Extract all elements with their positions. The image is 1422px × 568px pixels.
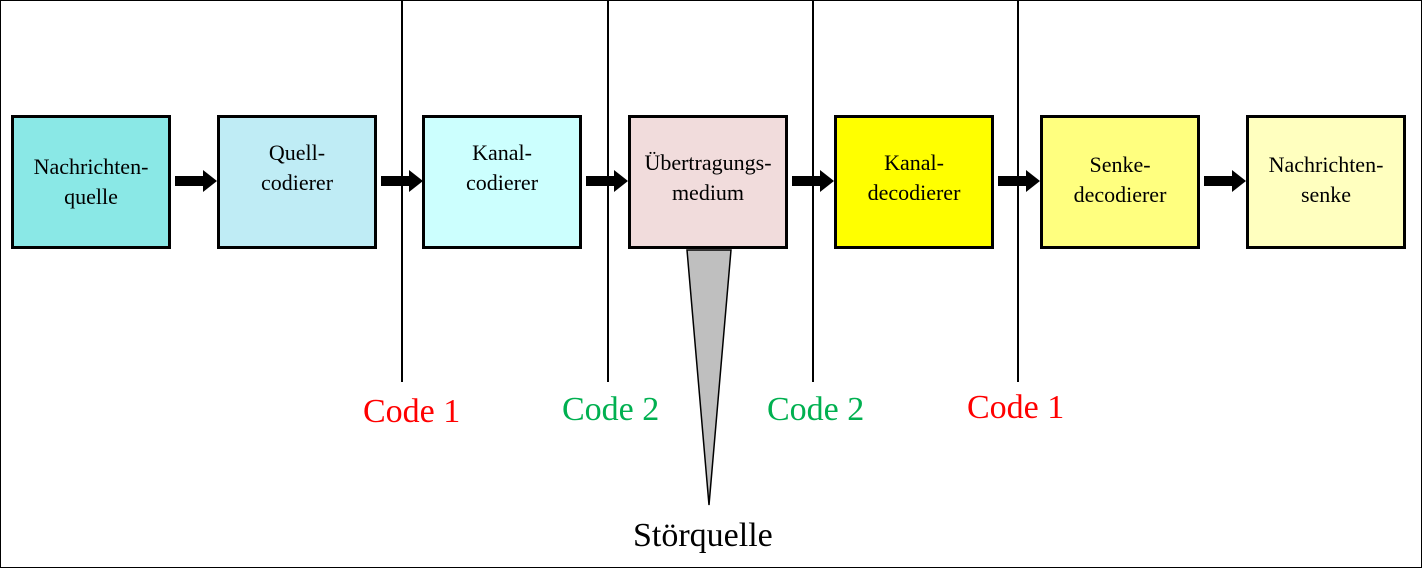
code-label-2: Code 2 — [562, 391, 660, 428]
block-channel-decoder-line1: Kanal- — [884, 150, 944, 175]
arrow-4 — [792, 170, 834, 192]
noise-source-label: Störquelle — [633, 517, 773, 554]
noise-cone-shape — [686, 249, 732, 506]
block-channel-decoder-line2: decodierer — [867, 180, 961, 205]
code-label-4: Code 1 — [967, 389, 1065, 426]
arrow-2 — [381, 170, 423, 192]
block-message-sink-line1: Nachrichten- — [1268, 152, 1384, 177]
block-source-encoder-line2: codierer — [260, 170, 334, 195]
separator-line-2 — [607, 1, 609, 382]
block-sink-decoder-line2: decodierer — [1073, 182, 1167, 207]
arrow-3 — [586, 170, 628, 192]
block-message-sink: Nachrichten- senke — [1246, 115, 1406, 249]
noise-cone — [686, 249, 732, 506]
arrow-1 — [175, 170, 217, 192]
block-source-encoder-line1: Quell- — [268, 140, 326, 165]
block-channel-encoder: Kanal- codierer — [422, 115, 582, 249]
code-label-3: Code 2 — [767, 391, 865, 428]
block-message-sink-line2: senke — [1300, 182, 1352, 207]
separator-line-4 — [1017, 1, 1019, 382]
block-channel-encoder-line1: Kanal- — [472, 140, 532, 165]
code-label-1: Code 1 — [363, 393, 461, 430]
separator-line-1 — [401, 1, 403, 382]
separator-line-3 — [812, 1, 814, 382]
block-transmission-medium-line2: medium — [671, 180, 745, 205]
block-channel-decoder: Kanal- decodierer — [834, 115, 994, 249]
block-message-source-line2: quelle — [64, 184, 118, 209]
block-transmission-medium: Übertragungs- medium — [628, 115, 788, 249]
block-source-encoder: Quell- codierer — [217, 115, 377, 249]
block-transmission-medium-line1: Übertragungs- — [644, 150, 772, 175]
block-message-source: Nachrichten- quelle — [11, 115, 171, 249]
block-sink-decoder: Senke- decodierer — [1040, 115, 1200, 249]
block-sink-decoder-line1: Senke- — [1089, 152, 1151, 177]
arrow-6 — [1204, 170, 1246, 192]
block-channel-encoder-line2: codierer — [465, 170, 539, 195]
block-message-source-line1: Nachrichten- — [33, 154, 149, 179]
arrow-5 — [998, 170, 1040, 192]
